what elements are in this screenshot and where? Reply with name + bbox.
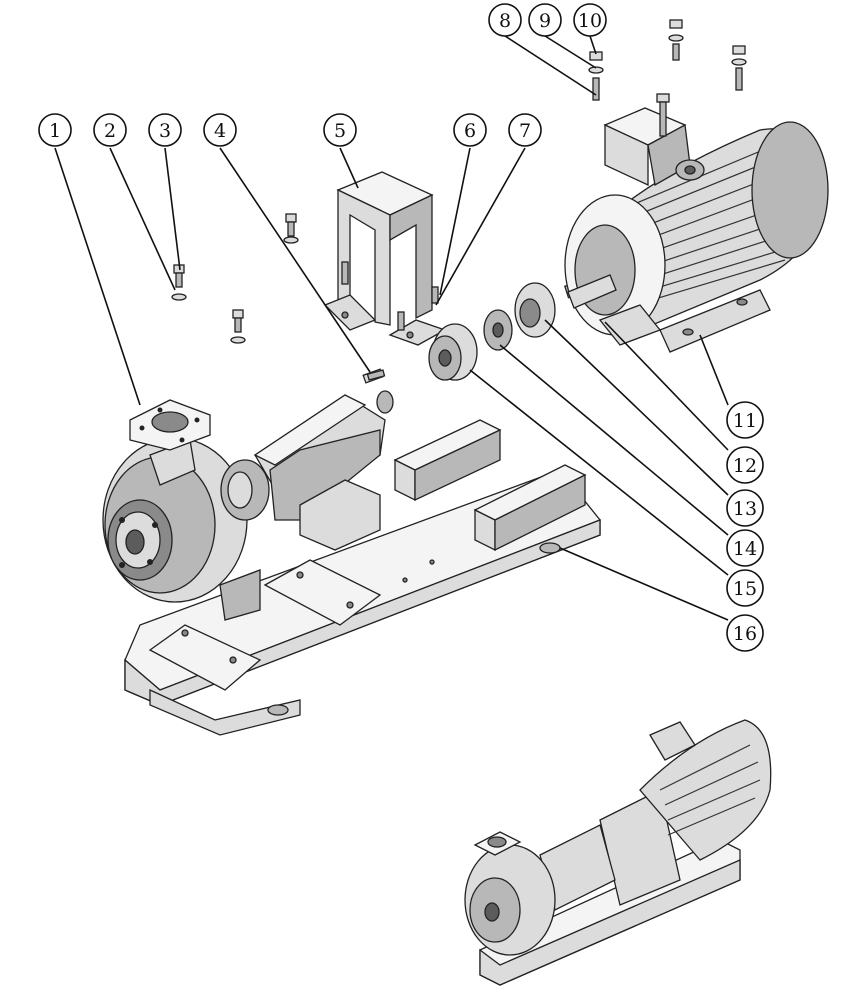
- callout-12-label: 12: [733, 455, 757, 477]
- callout-14-label: 14: [733, 538, 757, 560]
- callout-8: 8: [488, 3, 522, 37]
- callout-14: 14: [726, 529, 764, 567]
- callout-1: 1: [38, 113, 72, 147]
- callout-7-label: 7: [519, 120, 531, 142]
- callout-2-label: 2: [104, 120, 116, 142]
- baseplate: [124, 419, 602, 736]
- motor-bolts: [588, 19, 747, 137]
- leader-lines: [54, 35, 729, 621]
- callout-4-label: 4: [214, 120, 226, 142]
- callout-1-label: 1: [49, 120, 61, 142]
- callout-3: 3: [148, 113, 182, 147]
- callout-16: 16: [726, 614, 764, 652]
- callout-6-label: 6: [464, 120, 476, 142]
- callout-15: 15: [726, 569, 764, 607]
- callout-12: 12: [726, 446, 764, 484]
- callout-6: 6: [453, 113, 487, 147]
- coupling-guard: [323, 171, 447, 346]
- callout-7: 7: [508, 113, 542, 147]
- callout-9-label: 9: [539, 10, 551, 32]
- callout-9: 9: [528, 3, 562, 37]
- callout-10: 10: [573, 3, 607, 37]
- pump-casing: [102, 368, 394, 621]
- callout-13: 13: [726, 489, 764, 527]
- callout-15-label: 15: [733, 578, 757, 600]
- callout-8-label: 8: [499, 10, 511, 32]
- callout-5-label: 5: [334, 120, 346, 142]
- callout-10-label: 10: [578, 10, 602, 32]
- callout-13-label: 13: [733, 498, 757, 520]
- callout-5: 5: [323, 113, 357, 147]
- callout-11: 11: [726, 401, 764, 439]
- callout-4: 4: [203, 113, 237, 147]
- fasteners: [171, 213, 439, 381]
- callout-3-label: 3: [159, 120, 171, 142]
- electric-motor: [564, 107, 829, 353]
- assembled-view: [464, 719, 772, 986]
- callout-11-label: 11: [733, 410, 757, 432]
- callout-16-label: 16: [733, 623, 757, 645]
- callout-2: 2: [93, 113, 127, 147]
